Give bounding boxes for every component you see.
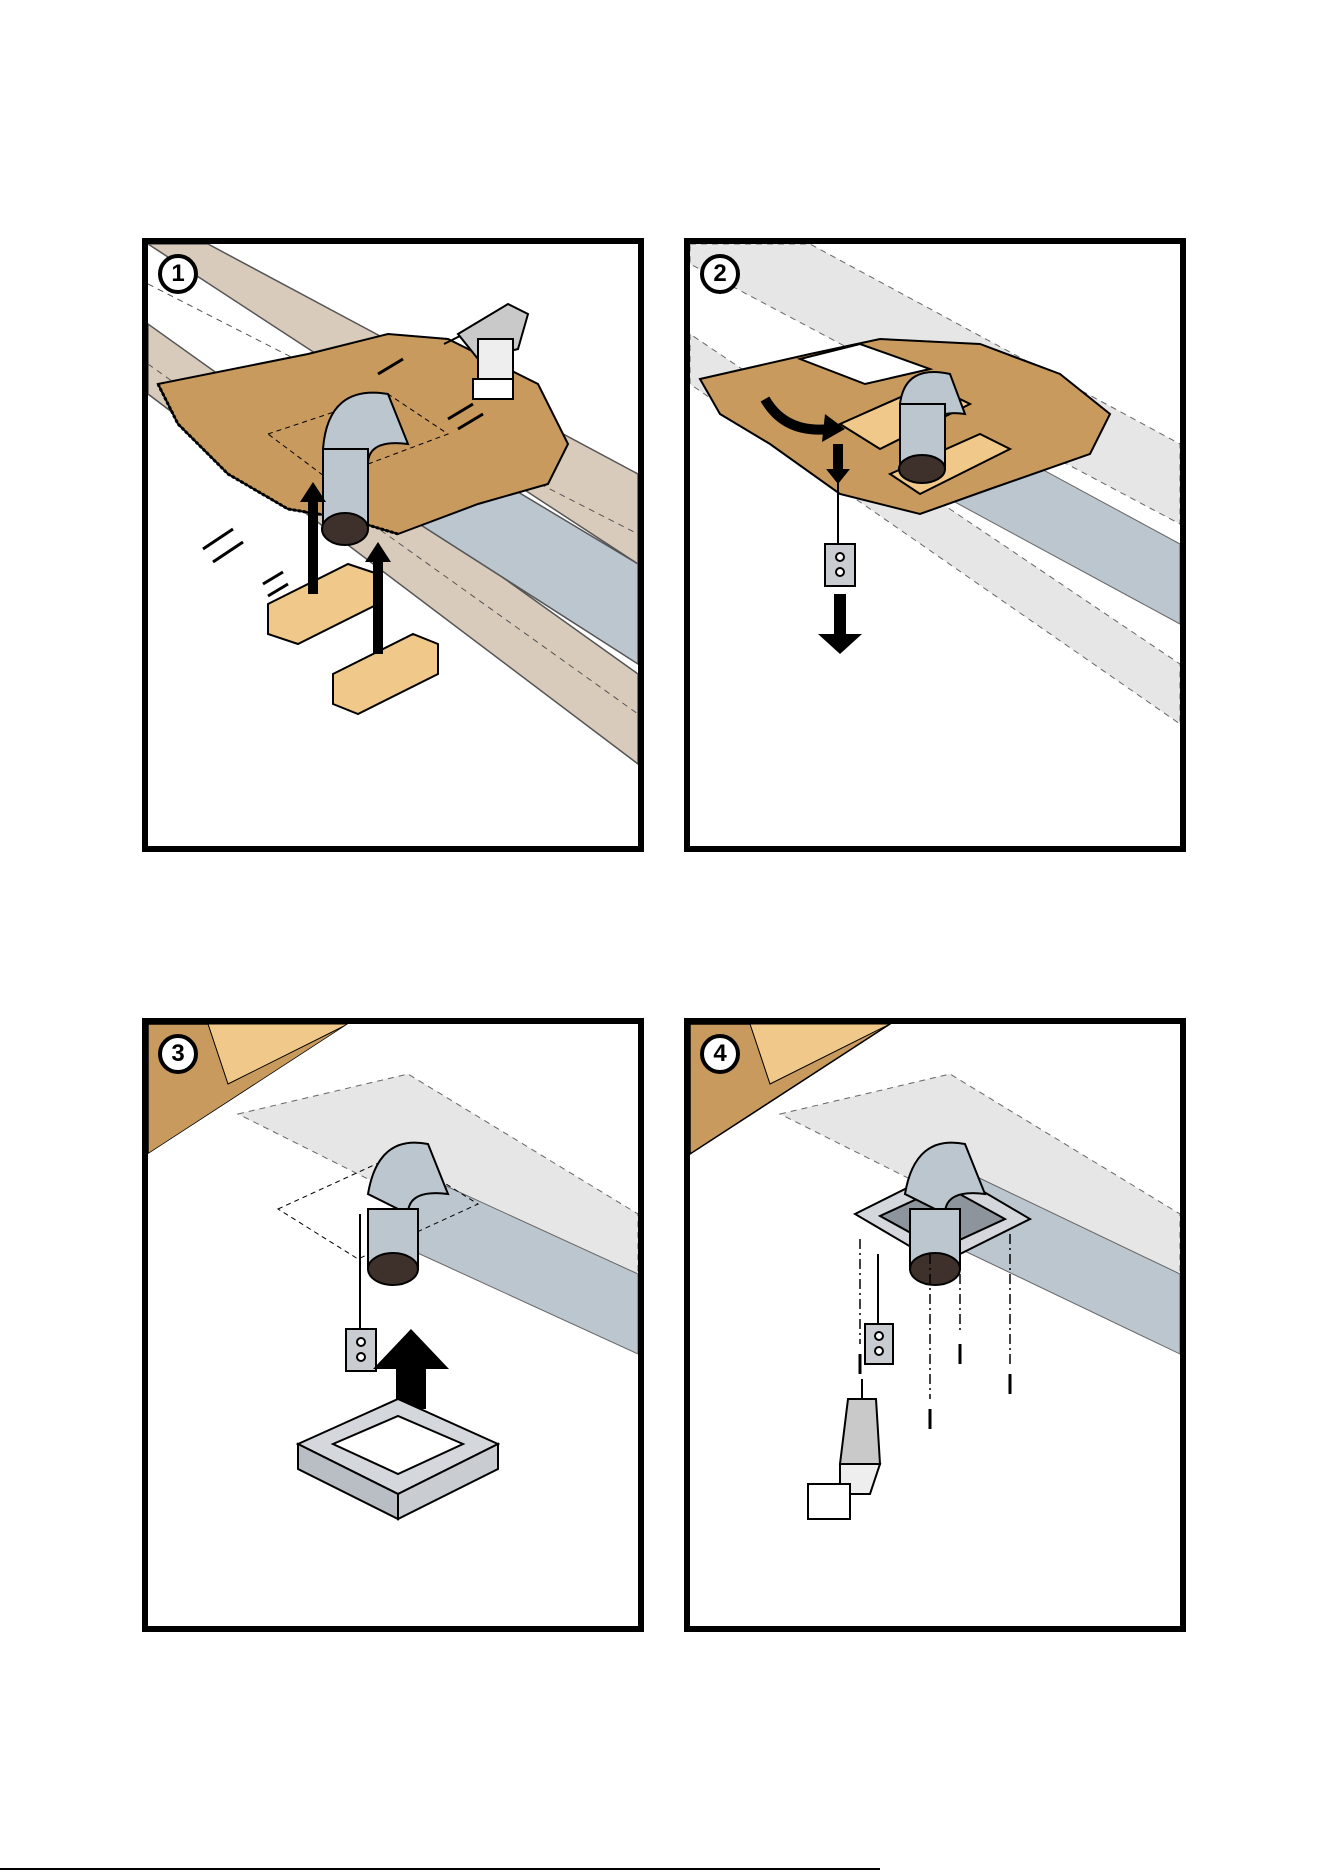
step-1-illustration: [148, 244, 638, 846]
step-3-panel: 3: [142, 1018, 644, 1632]
drill-icon: [808, 1379, 880, 1519]
step-number-badge: 4: [700, 1034, 740, 1074]
duct-opening: [322, 513, 368, 545]
step-number-badge: 3: [158, 1034, 198, 1074]
arrow-down-icon: [818, 594, 862, 654]
step-number-badge: 2: [700, 254, 740, 294]
step-3-illustration: [148, 1024, 638, 1626]
duct-opening: [910, 1253, 960, 1285]
step-number-badge: 1: [158, 254, 198, 294]
step-4-panel: 4: [684, 1018, 1186, 1632]
step-1-panel: 1: [142, 238, 644, 852]
step-2-panel: 2: [684, 238, 1186, 852]
page-bottom-rule: [0, 1868, 880, 1870]
duct-opening: [899, 455, 945, 483]
wood-block-left: [268, 564, 378, 644]
step-4-illustration: [690, 1024, 1180, 1626]
duct-opening: [368, 1253, 418, 1285]
wood-block-right: [333, 634, 438, 714]
step-2-illustration: [690, 244, 1180, 846]
electrical-box-icon: [865, 1324, 893, 1364]
electrical-box-icon: [346, 1329, 376, 1371]
electrical-box-icon: [825, 544, 855, 586]
exposed-joist-light: [750, 1024, 890, 1084]
